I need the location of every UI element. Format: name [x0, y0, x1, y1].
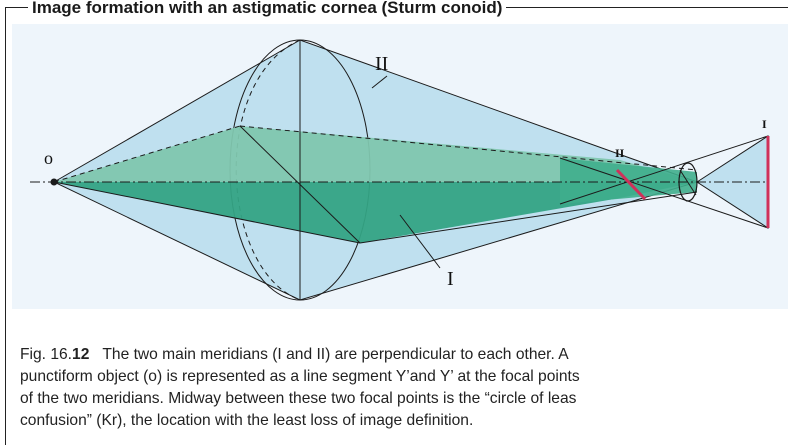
ray-upper-dashed-2	[239, 125, 698, 171]
caption-line-2: punctiform object (o) is represented as …	[20, 368, 580, 385]
leader-meridian-2	[371, 75, 388, 89]
caption-line-3: of the two meridians. Midway between the…	[20, 390, 577, 407]
caption-fig-prefix: Fig. 16.	[20, 346, 73, 363]
meridian-1-bundle-upper	[54, 126, 697, 182]
object-point	[50, 178, 58, 186]
caption-fig-number: 12	[72, 346, 90, 363]
ray-cross-1	[559, 157, 769, 229]
focal-line-meridian-2	[615, 168, 647, 201]
meridian-2-label: II	[375, 53, 388, 75]
frame-left-border	[5, 7, 6, 445]
meridian-1-label: I	[447, 268, 454, 290]
object-label: o	[44, 148, 53, 168]
focal-line-1-label: I	[762, 117, 767, 131]
focal-line-2-label: II	[615, 146, 625, 160]
ray-lower-2	[359, 191, 698, 244]
circle-chord	[679, 169, 697, 196]
ray-lower	[53, 181, 361, 244]
caption-line-4: confusion” (Kr), the location with the l…	[20, 412, 474, 429]
ray-cross-2	[559, 135, 769, 205]
leader-meridian-1	[399, 214, 441, 269]
caption-line-1: Fig. 16.12 The two main meridians (I and…	[20, 344, 788, 366]
figure-caption: Fig. 16.12 The two main meridians (I and…	[20, 344, 788, 432]
meridian-1-bundle-lower	[54, 182, 697, 243]
figure-title: Image formation with an astigmatic corne…	[28, 0, 507, 18]
circle-of-least-confusion	[678, 162, 698, 202]
caption-text-1: The two main meridians (I and II) are pe…	[102, 346, 569, 363]
